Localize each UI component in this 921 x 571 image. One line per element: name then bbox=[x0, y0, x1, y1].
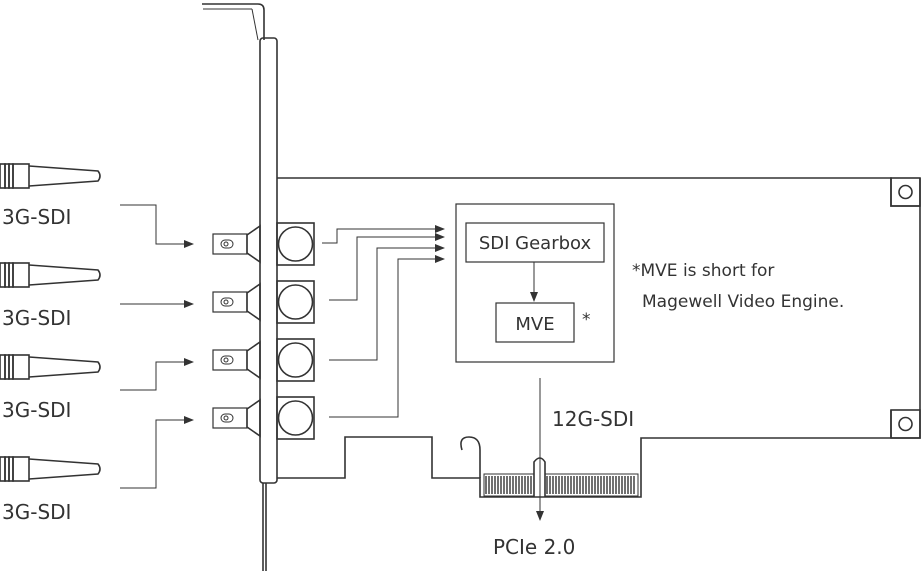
mve-note-line-1: *MVE is short for bbox=[632, 261, 774, 281]
bus-label: PCIe 2.0 bbox=[493, 535, 575, 559]
mve-note-line-2: Magewell Video Engine. bbox=[642, 292, 844, 312]
input-label-1: 3G-SDI bbox=[2, 205, 71, 229]
pcie-edge-connector bbox=[460, 436, 639, 497]
internal-signal-label: 12G-SDI bbox=[552, 407, 634, 431]
sdi-cable-icon bbox=[0, 354, 101, 380]
sdi-cable-icon bbox=[0, 262, 101, 288]
mounting-hole-top bbox=[890, 177, 921, 207]
mve-label: MVE bbox=[515, 314, 554, 335]
sdi-cable-icon bbox=[0, 456, 101, 482]
sdi-cable-icon bbox=[0, 163, 101, 189]
bnc-connector bbox=[212, 396, 315, 440]
input-label-4: 3G-SDI bbox=[2, 500, 71, 524]
sdi-gearbox-label: SDI Gearbox bbox=[479, 233, 592, 254]
mve-block bbox=[495, 302, 575, 343]
routing-lines bbox=[322, 225, 445, 418]
input-signal-lines bbox=[120, 204, 194, 489]
sdi-gearbox-block bbox=[465, 222, 605, 263]
mounting-hole-bottom bbox=[890, 409, 921, 439]
bnc-connector bbox=[212, 222, 315, 266]
mounting-bracket bbox=[202, 3, 278, 571]
bnc-connector bbox=[212, 280, 315, 324]
bnc-connector bbox=[212, 338, 315, 382]
input-label-3: 3G-SDI bbox=[2, 398, 71, 422]
mve-footnote-marker: * bbox=[582, 310, 591, 330]
input-label-2: 3G-SDI bbox=[2, 306, 71, 330]
